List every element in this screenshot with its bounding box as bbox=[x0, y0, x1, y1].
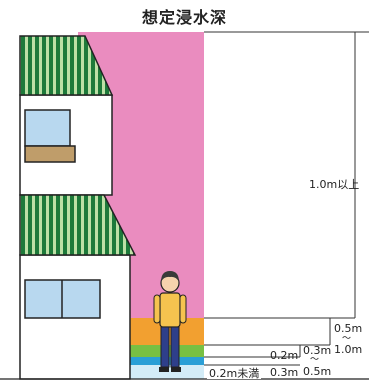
diagram-title: 想定浸水深 bbox=[141, 8, 227, 27]
label-over-1m: 1.0m以上 bbox=[309, 178, 360, 191]
label-0_5m-top: 0.5m bbox=[334, 322, 363, 335]
label-1m-bottom: 1.0m bbox=[334, 343, 363, 356]
label-0_3m-bottom: 0.3m bbox=[270, 366, 299, 379]
label-0_3m-top: 0.3m bbox=[303, 344, 332, 357]
label-0_3m-tilde: 〜 bbox=[310, 355, 320, 365]
house-icon bbox=[19, 35, 137, 380]
label-0_2m-top: 0.2m bbox=[270, 349, 299, 362]
label-0_5m-tilde: 〜 bbox=[342, 334, 352, 344]
dimension-lines bbox=[204, 31, 369, 366]
label-0_5m-bottom: 0.5m bbox=[303, 365, 332, 378]
label-under-0_2m: 0.2m未満 bbox=[207, 367, 262, 380]
person-icon bbox=[153, 271, 187, 372]
